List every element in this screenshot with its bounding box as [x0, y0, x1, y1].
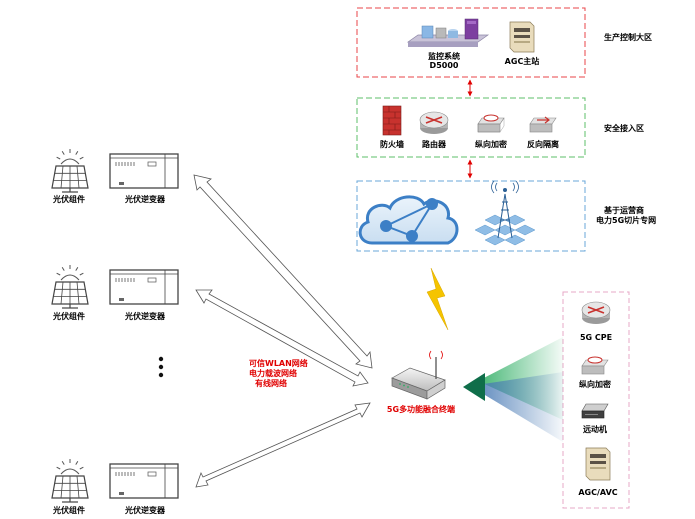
monitor-label-1: 监控系统 [428, 52, 460, 61]
wireless-bolt-icon [426, 267, 449, 331]
arrow-row2 [195, 289, 369, 387]
inverter-icon [109, 463, 179, 499]
router-icon [419, 111, 449, 134]
arrow-row3 [195, 402, 371, 488]
5g-slice-cloud-icon [358, 195, 459, 245]
pv-panel-icon [51, 265, 89, 309]
inverter-label-3: 光伏逆变器 [125, 506, 165, 515]
production-zone-label: 生产控制大区 [604, 33, 652, 42]
pv-panel-label-2: 光伏组件 [53, 312, 85, 321]
link-type-2: 电力载波网络 [249, 369, 297, 378]
security-zone-label: 安全接入区 [604, 124, 644, 133]
monitor-system-icon [406, 18, 490, 47]
5g-tower-icon [474, 180, 536, 246]
station-encrypt-icon [581, 356, 609, 375]
encrypt-device-icon [477, 114, 505, 133]
arrow-row1 [193, 174, 373, 369]
agc-master-label: AGC主站 [504, 57, 540, 66]
pv-panel-icon [51, 459, 89, 503]
link-type-3: 有线网络 [255, 379, 287, 388]
inverter-icon [109, 269, 179, 305]
firewall-label: 防火墙 [380, 140, 404, 149]
blue-beam [470, 372, 563, 442]
agc-avc-server-icon [585, 447, 611, 481]
isolation-label: 反向隔离 [527, 140, 559, 149]
monitor-label-2: D5000 [429, 61, 459, 70]
security-zone-box [356, 97, 586, 158]
inverter-icon [109, 153, 179, 189]
firewall-icon [382, 105, 402, 136]
production-zone-box [356, 7, 586, 78]
beam-arrow-head [463, 373, 485, 401]
agc-avc-label: AGC/AVC [578, 488, 618, 497]
telecontrol-machine-icon [581, 403, 609, 419]
telecontrol-label: 远动机 [583, 425, 607, 434]
encrypt-label: 纵向加密 [475, 140, 507, 149]
router-label: 路由器 [422, 140, 446, 149]
pv-panel-label-3: 光伏组件 [53, 506, 85, 515]
station-encrypt-label: 纵向加密 [579, 380, 611, 389]
agc-master-server-icon [509, 21, 535, 53]
more-rows-dots [158, 356, 164, 378]
pv-rows [51, 149, 179, 503]
5g-terminal-icon [391, 350, 446, 400]
cpe-label: 5G CPE [579, 333, 613, 342]
network-zone-label-2: 电力5G切片专网 [596, 216, 657, 225]
pv-panel-label-1: 光伏组件 [53, 195, 85, 204]
isolation-device-icon [529, 116, 557, 133]
network-zone-box [356, 180, 586, 252]
pv-panel-icon [51, 149, 89, 193]
network-zone-label-1: 基于运营商 [604, 206, 644, 215]
link-arrows [193, 174, 373, 488]
inverter-label-2: 光伏逆变器 [125, 312, 165, 321]
inverter-label-1: 光伏逆变器 [125, 195, 165, 204]
5g-cpe-icon [581, 301, 611, 324]
terminal-label: 5G多功能融合终端 [386, 405, 456, 414]
link-type-1: 可信WLAN网络 [249, 359, 308, 368]
